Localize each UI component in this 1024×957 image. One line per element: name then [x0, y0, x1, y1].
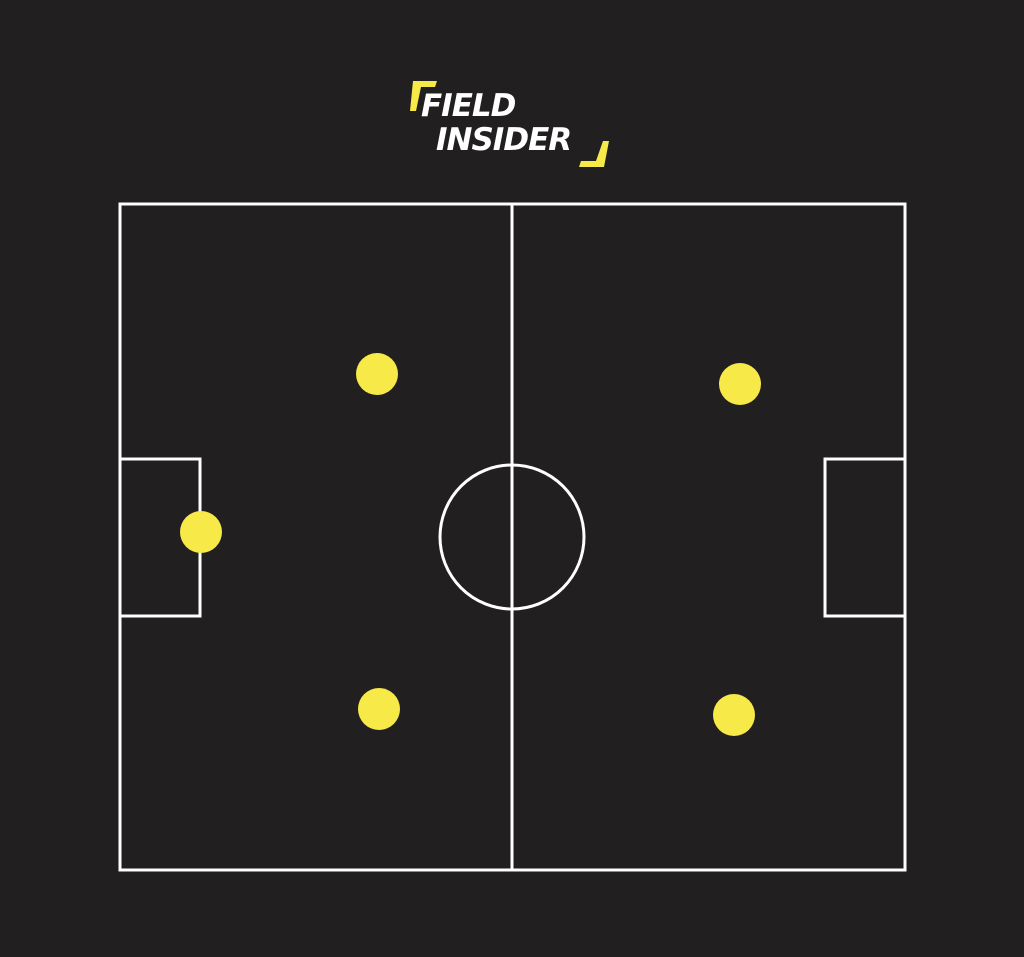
- logo-word-insider: INSIDER: [436, 122, 572, 158]
- logo-word-field: FIELD: [421, 88, 516, 124]
- player-forward-bottom: [713, 694, 755, 736]
- logo-bracket-top-left: [410, 81, 437, 111]
- right-penalty-box: [823, 457, 907, 618]
- player-defender-bottom: [358, 688, 400, 730]
- logo-bracket-bottom-right: [579, 141, 609, 167]
- center-circle: [438, 463, 586, 611]
- player-forward-top: [719, 363, 761, 405]
- field-insider-logo: FIELD INSIDER: [405, 75, 620, 175]
- logo-bracket-marks: [410, 81, 609, 167]
- player-defender-top: [356, 353, 398, 395]
- player-goalkeeper: [180, 511, 222, 553]
